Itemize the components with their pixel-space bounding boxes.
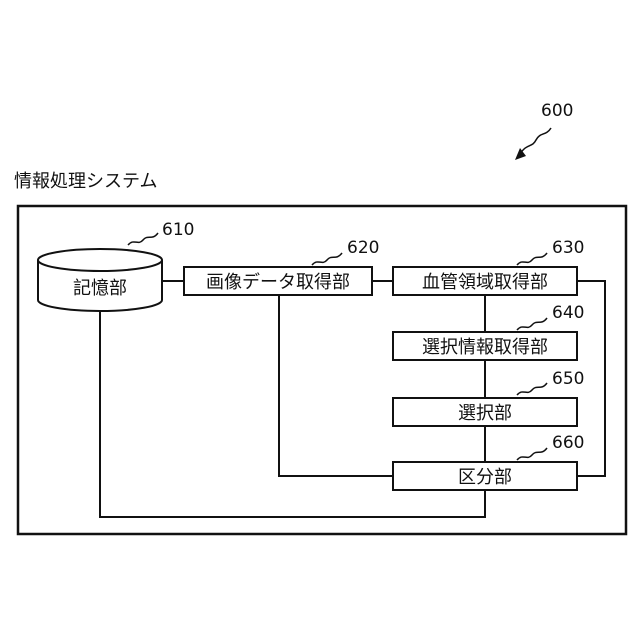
- selection-info-box: 選択情報取得部: [392, 331, 578, 361]
- image-acquisition-label: 画像データ取得部: [206, 268, 350, 294]
- leader-630: [517, 253, 547, 265]
- figure-ref-label: 600: [541, 103, 573, 120]
- selection-box: 選択部: [392, 397, 578, 427]
- image-acquisition-box: 画像データ取得部: [183, 266, 373, 296]
- classification-label: 区分部: [458, 463, 512, 489]
- storage-ref: 610: [162, 222, 194, 239]
- leader-620: [312, 253, 342, 265]
- vessel-region-label: 血管領域取得部: [422, 268, 548, 294]
- leader-650: [517, 383, 547, 395]
- selection-info-label: 選択情報取得部: [422, 333, 548, 359]
- leader-610: [128, 233, 158, 245]
- selection-ref: 650: [552, 371, 584, 388]
- leader-660: [517, 448, 547, 460]
- leader-600: [520, 128, 551, 154]
- vessel-region-ref: 630: [552, 240, 584, 257]
- classification-box: 区分部: [392, 461, 578, 491]
- leader-640: [517, 318, 547, 330]
- classification-ref: 660: [552, 435, 584, 452]
- selection-label: 選択部: [458, 399, 512, 425]
- selection-info-ref: 640: [552, 305, 584, 322]
- system-title: 情報処理システム: [14, 173, 157, 191]
- vessel-region-box: 血管領域取得部: [392, 266, 578, 296]
- line-image-to-classify: [279, 294, 392, 476]
- storage-label: 記憶部: [38, 272, 162, 302]
- image-acquisition-ref: 620: [347, 240, 379, 257]
